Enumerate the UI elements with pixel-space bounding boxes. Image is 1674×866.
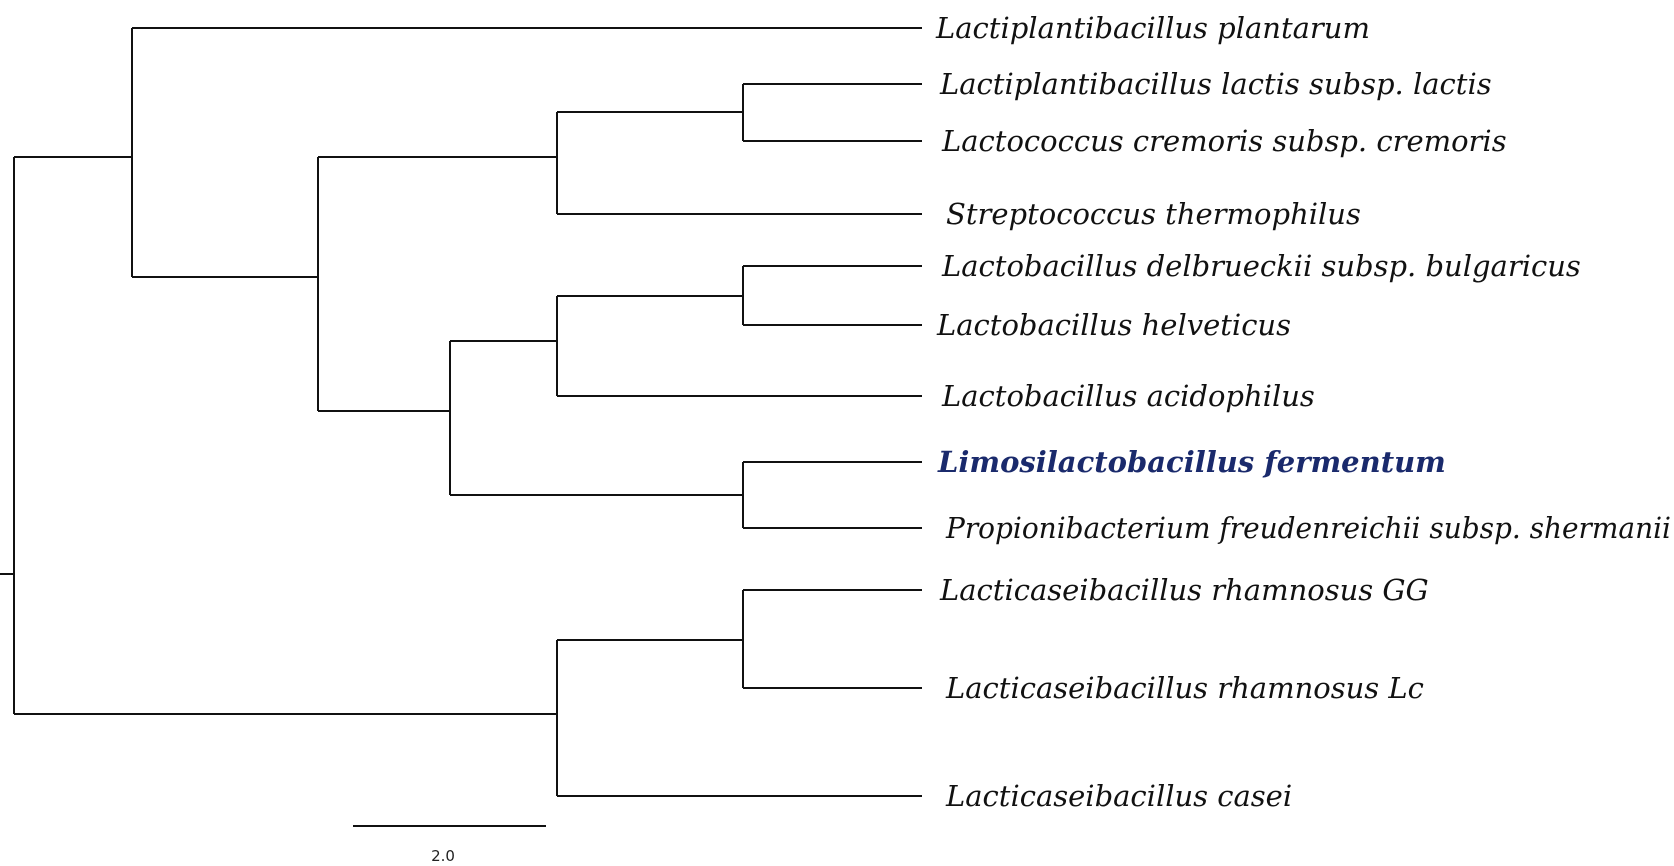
taxon-label: Lactobacillus acidophilus	[941, 379, 1315, 413]
taxon-label: Lacticaseibacillus rhamnosus GG	[939, 573, 1429, 607]
taxon-label: Lactiplantibacillus plantarum	[935, 11, 1370, 45]
scale-bar: 2.0	[353, 825, 546, 865]
tree-branches	[0, 27, 922, 797]
taxon-label: Lactiplantibacillus lactis subsp. lactis	[939, 67, 1492, 101]
taxon-labels: Lactiplantibacillus plantarumLactiplanti…	[935, 11, 1671, 813]
taxon-label: Propionibacterium freudenreichii subsp. …	[945, 511, 1671, 545]
taxon-label: Lacticaseibacillus casei	[945, 779, 1292, 813]
taxon-label: Lactobacillus helveticus	[936, 308, 1291, 342]
taxon-label: Limosilactobacillus fermentum	[937, 445, 1446, 479]
taxon-label: Lactobacillus delbrueckii subsp. bulgari…	[941, 249, 1581, 283]
taxon-label: Lactococcus cremoris subsp. cremoris	[941, 124, 1507, 158]
taxon-label: Lacticaseibacillus rhamnosus Lc	[945, 671, 1424, 705]
taxon-label: Streptococcus thermophilus	[946, 197, 1361, 231]
scale-bar-label: 2.0	[431, 847, 455, 865]
